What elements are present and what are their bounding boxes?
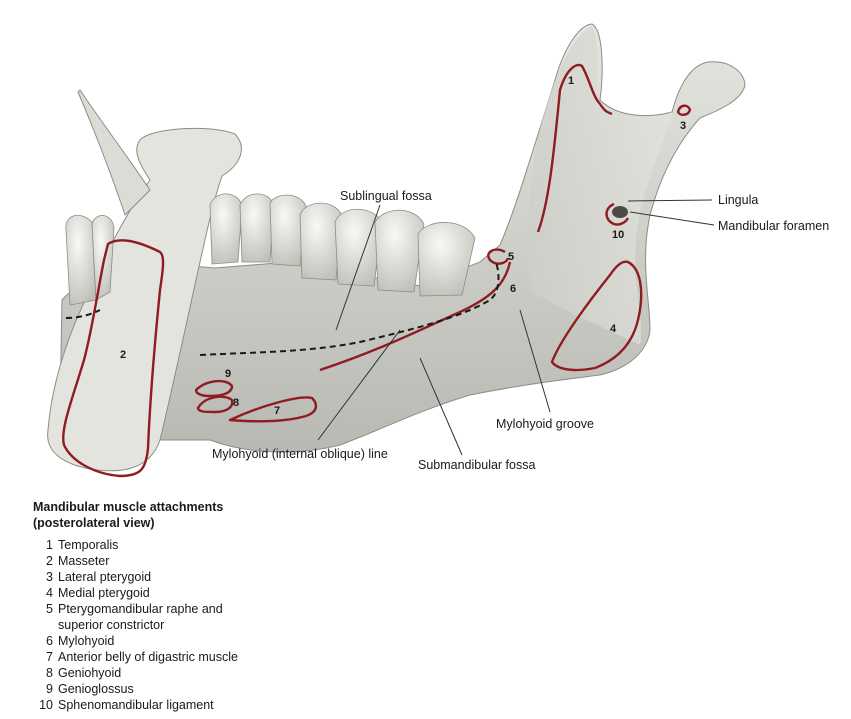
- legend-number: 7: [46, 650, 53, 664]
- attachment-2-masseter: [62, 239, 165, 478]
- figure-caption: Mandibular muscle attachments (posterola…: [33, 499, 223, 531]
- attachment-outlines: [62, 63, 692, 478]
- dashed-sublingual: [199, 261, 500, 356]
- attachment-4-medial-pterygoid: [550, 260, 643, 372]
- legend-text: Genioglossus: [58, 682, 134, 696]
- attachment-10-sphenomandibular: [605, 202, 630, 226]
- mandibular-foramen-hole: [612, 206, 628, 218]
- legend-number: 5: [46, 602, 53, 616]
- legend-item: 2 Masseter: [33, 553, 268, 569]
- caption-title: Mandibular muscle attachments: [33, 500, 224, 514]
- legend-text: Lateral pterygoid: [58, 570, 152, 584]
- marker-8: 8: [233, 397, 239, 409]
- label-submandibular-fossa: Submandibular fossa: [418, 458, 535, 472]
- marker-5: 5: [508, 251, 514, 263]
- attachment-3-lateral-pterygoid: [676, 104, 692, 116]
- legend-item: 10 Sphenomandibular ligament: [33, 697, 268, 713]
- legend-number: 9: [46, 682, 53, 696]
- label-mandibular-foramen: Mandibular foramen: [718, 219, 829, 233]
- legend-text: Mylohyoid: [58, 634, 115, 648]
- legend-list: 1 Temporalis 2 Masseter 3 Lateral pterygoid…: [33, 537, 268, 713]
- label-mylohyoid-line: Mylohyoid (internal oblique) line: [212, 447, 388, 461]
- label-lingula: Lingula: [718, 193, 758, 207]
- leader-submandibular-fossa: [419, 357, 463, 456]
- marker-9: 9: [225, 368, 231, 380]
- marker-3: 3: [680, 120, 686, 132]
- label-mylohyoid-groove: Mylohyoid groove: [496, 417, 594, 431]
- legend-item: 9 Genioglossus: [33, 681, 268, 697]
- legend-number: 2: [46, 554, 53, 568]
- legend-item: 3 Lateral pterygoid: [33, 569, 268, 585]
- leader-lingula: [627, 199, 713, 202]
- legend-number: 1: [46, 538, 53, 552]
- legend-text: Anterior belly of digastric muscle: [58, 650, 238, 664]
- dashed-front: [65, 309, 101, 319]
- attachment-6-mylohyoid: [319, 261, 512, 372]
- molar-row: [209, 193, 476, 297]
- legend-item: 1 Temporalis: [33, 537, 268, 553]
- caption-subtitle: (posterolateral view): [33, 516, 155, 530]
- legend-text: Pterygomandibular raphe and superior con…: [58, 602, 223, 632]
- genial-spine: [77, 89, 151, 216]
- marker-10: 10: [612, 229, 624, 241]
- legend-item: 4 Medial pterygoid: [33, 585, 268, 601]
- marker-4: 4: [610, 323, 617, 335]
- legend-text: Sphenomandibular ligament: [58, 698, 214, 712]
- leader-lines: [317, 199, 715, 456]
- marker-7: 7: [274, 405, 280, 417]
- legend-number: 8: [46, 666, 53, 680]
- legend-text: Temporalis: [58, 538, 119, 552]
- attachment-8-geniohyoid: [196, 395, 234, 414]
- ramus: [528, 26, 672, 345]
- front-teeth: [65, 214, 115, 306]
- legend-item: 8 Geniohyoid: [33, 665, 268, 681]
- legend-number: 4: [46, 586, 53, 600]
- legend-item: 6 Mylohyoid: [33, 633, 268, 649]
- marker-2: 2: [120, 349, 126, 361]
- legend-item: 5 Pterygomandibular raphe and superior co…: [33, 601, 268, 633]
- label-sublingual-fossa: Sublingual fossa: [340, 189, 432, 203]
- leader-sublingual-fossa: [335, 204, 381, 331]
- legend-text: Geniohyoid: [58, 666, 122, 680]
- attachment-9-genioglossus: [194, 379, 234, 398]
- legend-item: 7 Anterior belly of digastric muscle: [33, 649, 268, 665]
- legend-number: 10: [39, 698, 53, 712]
- marker-1: 1: [568, 75, 574, 87]
- attachment-5-pterygomandibular: [487, 248, 510, 265]
- dashed-outlines: [65, 261, 500, 356]
- leader-mylohyoid-line: [317, 329, 401, 441]
- attachment-1-temporalis: [536, 63, 613, 233]
- legend-number: 6: [46, 634, 53, 648]
- leader-mandibular-foramen: [629, 211, 715, 226]
- marker-6: 6: [510, 283, 516, 295]
- legend-number: 3: [46, 570, 53, 584]
- mandible-figure: Sublingual fossa Lingula Mandibular fora…: [47, 23, 829, 478]
- attachment-7-digastric: [228, 396, 318, 423]
- legend-text: Masseter: [58, 554, 110, 568]
- legend-text: Medial pterygoid: [58, 586, 150, 600]
- leader-mylohyoid-groove: [519, 309, 551, 413]
